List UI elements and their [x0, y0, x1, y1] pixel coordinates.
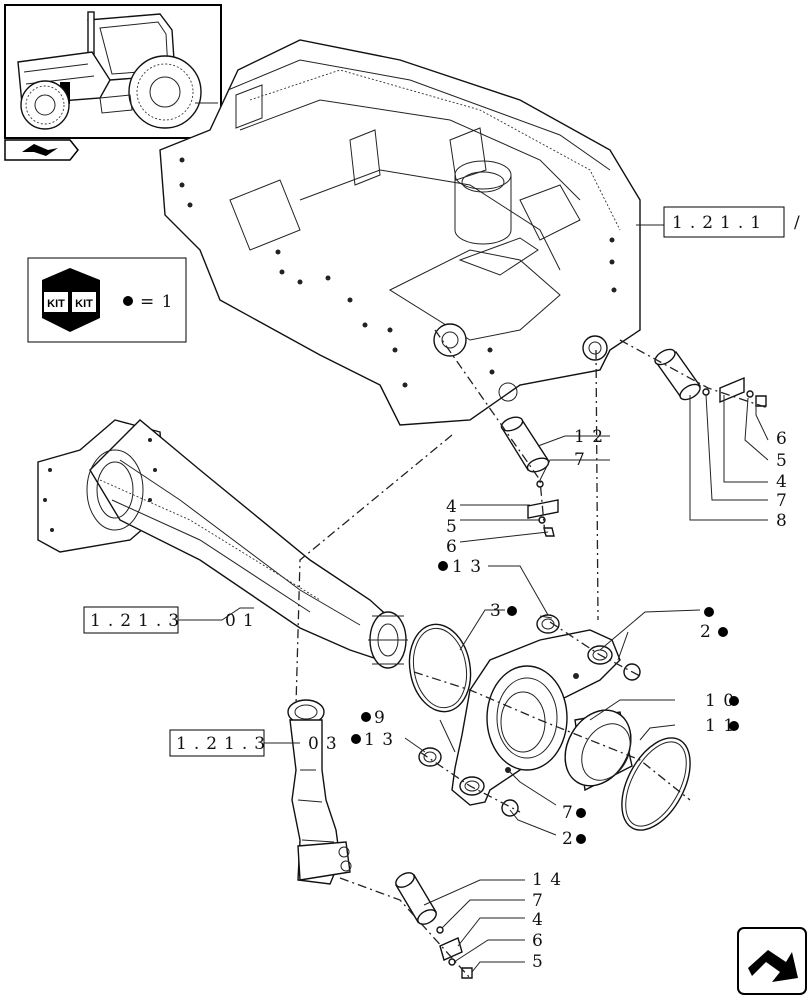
callout-14: 1 4: [532, 870, 562, 890]
assembly-axes: [295, 329, 769, 979]
callout-7-right: 7: [776, 491, 788, 511]
callout-12: 1 2: [574, 427, 604, 447]
kit-bullet-2a: [718, 627, 728, 637]
callout-4-lower: 4: [532, 910, 544, 930]
plate-4-right: [719, 376, 745, 404]
kit-bullet-9: [361, 712, 371, 722]
bushing-sleeve-10: [564, 709, 633, 792]
kit-bullet-unnumbered: [704, 607, 714, 617]
kit-bullet-3: [507, 606, 517, 616]
ref-box-left-lower[interactable]: 1.21.3 03: [169, 729, 344, 757]
ref-left-upper-suffix: 01: [225, 611, 261, 631]
callout-10: 1 0: [705, 691, 735, 711]
callout-9: 9: [374, 708, 386, 728]
ref-left-lower-text: 1.21.3: [176, 734, 272, 754]
pivot-bracket: [451, 629, 621, 806]
kit-label-left: KIT: [47, 298, 65, 310]
callouts: 1 2 7 4 5 6 1 3 3 2 9 1 3 1 0 1 1 7 2 6 …: [351, 427, 788, 972]
o-ring-11: [621, 737, 691, 831]
kit-bullet-2b: [576, 834, 586, 844]
axle-flange: [368, 611, 408, 669]
callout-7-center: 7: [562, 803, 574, 823]
o-ring-3: [408, 623, 472, 713]
navigate-next-icon[interactable]: [737, 927, 807, 995]
callout-4-upper: 4: [446, 497, 458, 517]
callout-13-lower: 1 3: [364, 730, 394, 750]
front-axle-support-frame: [159, 39, 641, 426]
callout-8: 8: [776, 511, 788, 531]
tractor-thumbnail: [4, 4, 222, 139]
callout-4-right: 4: [776, 472, 788, 492]
navigate-back-icon[interactable]: [4, 139, 79, 161]
bolt-6-right: [755, 395, 767, 407]
kit-bullet-icon: [123, 296, 133, 306]
bearing-13-upper: [536, 614, 560, 634]
ref-top-right-text: 1.21.1: [672, 213, 768, 233]
kit-bullet-13b: [351, 734, 361, 744]
kit-box-icon: KIT KIT: [42, 268, 100, 332]
callout-6-lower: 6: [532, 931, 544, 951]
kit-equals-text: = 1: [140, 292, 173, 312]
grease-fitting-7-right: [702, 388, 710, 396]
ref-box-left-upper[interactable]: 1.21.3 01: [83, 606, 261, 634]
callout-5-lower: 5: [532, 952, 544, 972]
callout-5-right: 5: [776, 451, 788, 471]
plate-4-lower: [439, 937, 463, 961]
callout-5-upper: 5: [446, 517, 458, 537]
callout-3: 3: [490, 601, 502, 621]
callout-7-lower: 7: [532, 891, 544, 911]
kit-bullet-7: [576, 808, 586, 818]
snap-ring-2-lower: [501, 799, 519, 817]
lower-linkage-arm: [287, 699, 352, 885]
kit-bullet-10: [729, 696, 739, 706]
callout-6-right: 6: [776, 429, 788, 449]
ref-top-right-suffix: /: [794, 213, 801, 233]
callout-2-upper: 2: [700, 622, 712, 642]
pin-8: [654, 348, 702, 401]
bolt-6-lower: [461, 967, 473, 979]
ref-left-upper-text: 1.21.3: [90, 611, 186, 631]
kit-label-right: KIT: [75, 298, 93, 310]
kit-bullet-13a: [438, 561, 448, 571]
kit-legend-box: KIT KIT = 1: [27, 257, 187, 343]
grease-fitting-7-lower: [436, 926, 444, 934]
leader-lines: [404, 394, 769, 973]
callout-7-upper: 7: [574, 450, 586, 470]
pin-14: [395, 872, 437, 925]
axle-beam: [37, 419, 408, 669]
callout-13-upper: 1 3: [452, 557, 482, 577]
washer-5-right: [746, 390, 754, 398]
kit-bullet-11: [729, 721, 739, 731]
ref-left-lower-suffix: 03: [308, 734, 344, 754]
bearing-13-lower: [418, 747, 442, 767]
ref-box-top-right[interactable]: 1.21.1 /: [636, 206, 801, 238]
callout-6-upper: 6: [446, 537, 458, 557]
pin-12: [500, 416, 550, 473]
callout-2-lower: 2: [562, 829, 574, 849]
callout-11: 1 1: [705, 716, 735, 736]
